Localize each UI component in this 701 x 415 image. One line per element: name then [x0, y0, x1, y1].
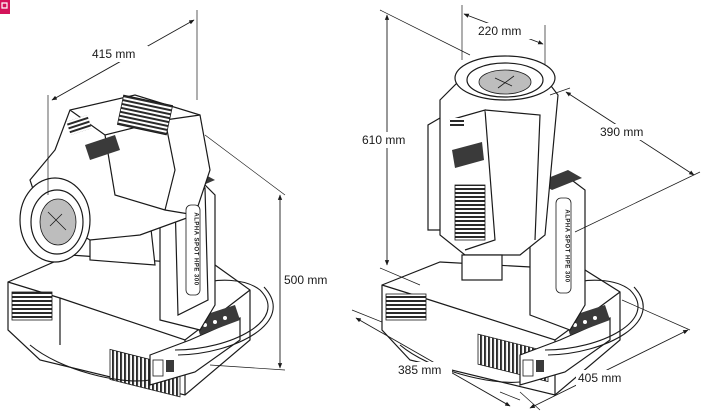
right-base-depth-label: 405 mm [578, 371, 621, 385]
left-height-label: 500 mm [284, 273, 327, 287]
right-top-width-dimension: 220 mm [461, 5, 546, 65]
left-arm-branding: ALPHA SPOT HPE 300 [187, 212, 199, 287]
right-base-width-dimension: 385 mm [351, 309, 521, 407]
logo-mark [0, 0, 10, 14]
right-fixture-drawing [381, 55, 644, 396]
right-height-label: 610 mm [362, 133, 405, 147]
right-base-width-label: 385 mm [398, 363, 441, 377]
right-arm-label: ALPHA SPOT HPE 300 [563, 209, 570, 283]
right-height-dimension: 610 mm [360, 9, 471, 286]
left-depth-dimension: 415 mm [47, 10, 198, 195]
right-depth-label: 390 mm [600, 125, 643, 139]
right-depth-dimension: 390 mm [549, 87, 701, 233]
right-top-width-label: 220 mm [478, 24, 521, 38]
left-depth-label: 415 mm [92, 47, 135, 61]
left-arm-label: ALPHA SPOT HPE 300 [192, 212, 199, 286]
right-base-depth-dimension: 405 mm [519, 299, 691, 411]
left-height-dimension: 500 mm [204, 134, 338, 371]
right-arm-branding: ALPHA SPOT HPE 300 [558, 209, 570, 284]
